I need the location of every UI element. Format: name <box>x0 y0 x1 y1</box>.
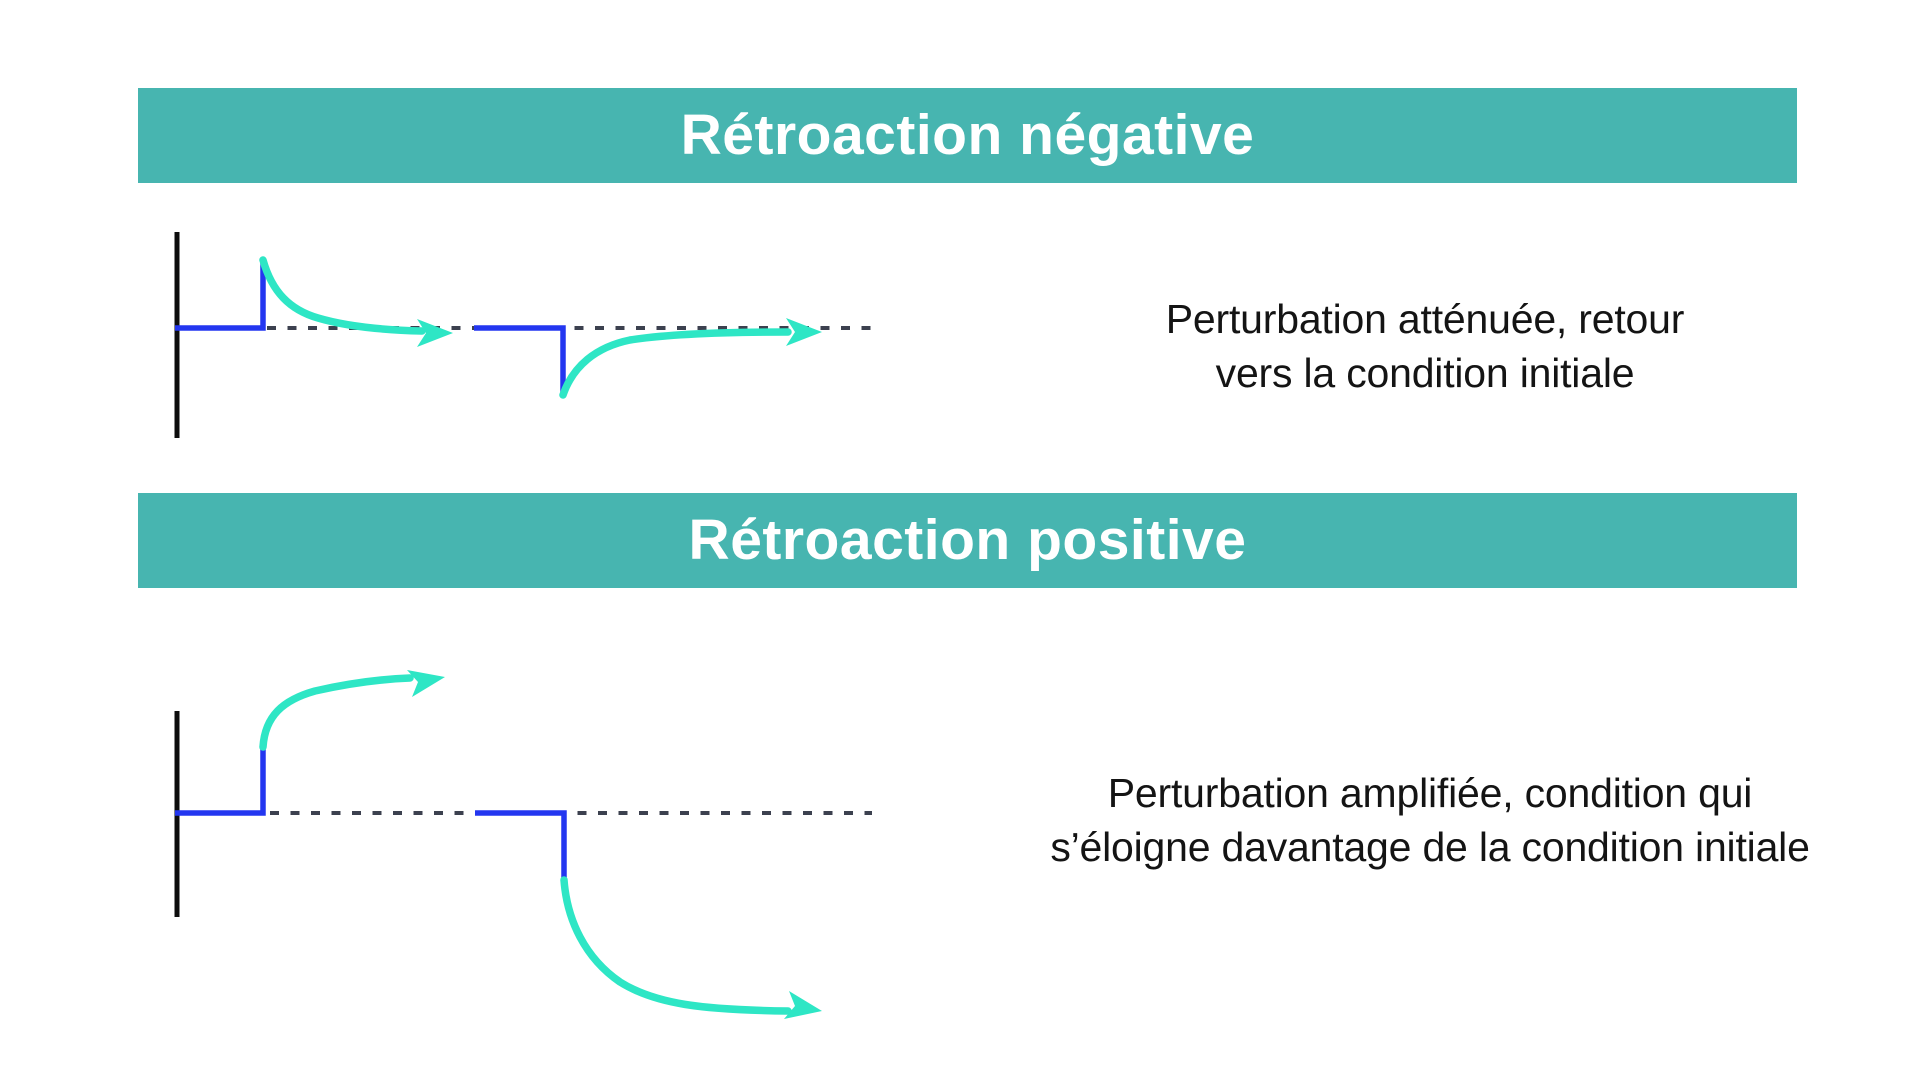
amplification-curve-down <box>560 876 792 1015</box>
arrowhead-icon <box>417 319 453 347</box>
arrowhead-icon <box>786 318 822 346</box>
perturbation-step-up <box>175 260 266 331</box>
perturbation-step-down <box>474 325 566 395</box>
perturbation-step-down <box>475 810 567 880</box>
header-bar-negative-feedback: Rétroaction négative <box>138 88 1797 183</box>
attenuation-curve-1 <box>259 256 426 335</box>
header-label-positive: Rétroaction positive <box>688 508 1247 572</box>
header-label-negative: Rétroaction négative <box>680 103 1255 167</box>
caption-negative-feedback: Perturbation atténuée, retour vers la co… <box>1000 292 1850 400</box>
caption-line: s’éloigne davantage de la condition init… <box>1050 824 1810 870</box>
negative-feedback-diagram <box>174 232 875 438</box>
caption-line: Perturbation amplifiée, condition qui <box>1107 770 1753 816</box>
arrowhead-icon <box>784 991 822 1019</box>
positive-feedback-diagram <box>174 670 872 1019</box>
amplification-curve-up <box>259 674 414 751</box>
perturbation-step-up <box>175 747 266 816</box>
header-bar-positive-feedback: Rétroaction positive <box>138 493 1797 588</box>
attenuation-curve-2 <box>559 328 792 399</box>
caption-line: Perturbation atténuée, retour <box>1165 296 1685 342</box>
caption-positive-feedback: Perturbation amplifiée, condition qui s’… <box>980 766 1880 874</box>
caption-line: vers la condition initiale <box>1215 350 1635 396</box>
arrowhead-icon <box>407 670 445 697</box>
